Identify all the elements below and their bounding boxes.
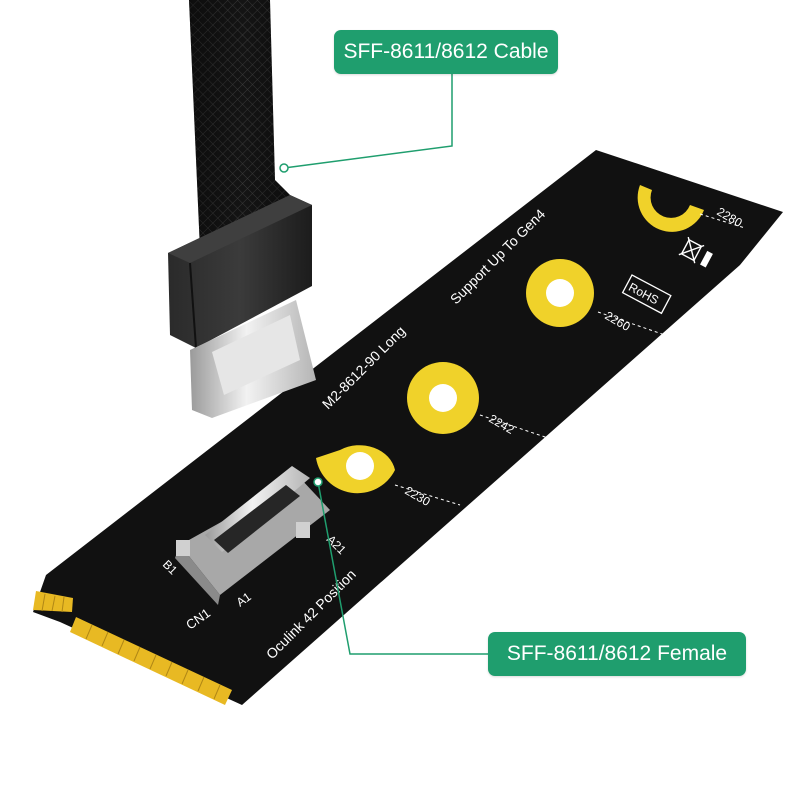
length-marker-lines bbox=[394, 213, 746, 506]
callout-female-label: SFF-8611/8612 Female bbox=[488, 632, 746, 676]
mount-hole-2280 bbox=[637, 185, 704, 232]
mount-hole-2242 bbox=[407, 362, 479, 434]
gold-fingers bbox=[33, 591, 232, 705]
m2-adapter-board: M2-8612-90 Long Support Up To Gen4 Oculi… bbox=[33, 150, 783, 705]
callout-cable-label: SFF-8611/8612 Cable bbox=[334, 30, 558, 74]
pcb bbox=[33, 150, 783, 705]
callout-leader-female bbox=[313, 477, 488, 655]
sff-8611-cable bbox=[168, 0, 316, 418]
callout-leader-cable bbox=[279, 74, 453, 173]
cable-plug-housing bbox=[168, 195, 312, 348]
mount-hole-2260 bbox=[526, 259, 594, 327]
weee-bin-icon bbox=[678, 236, 713, 268]
mount-hole-2230 bbox=[316, 445, 395, 494]
sff-8612-female-connector bbox=[175, 466, 330, 605]
